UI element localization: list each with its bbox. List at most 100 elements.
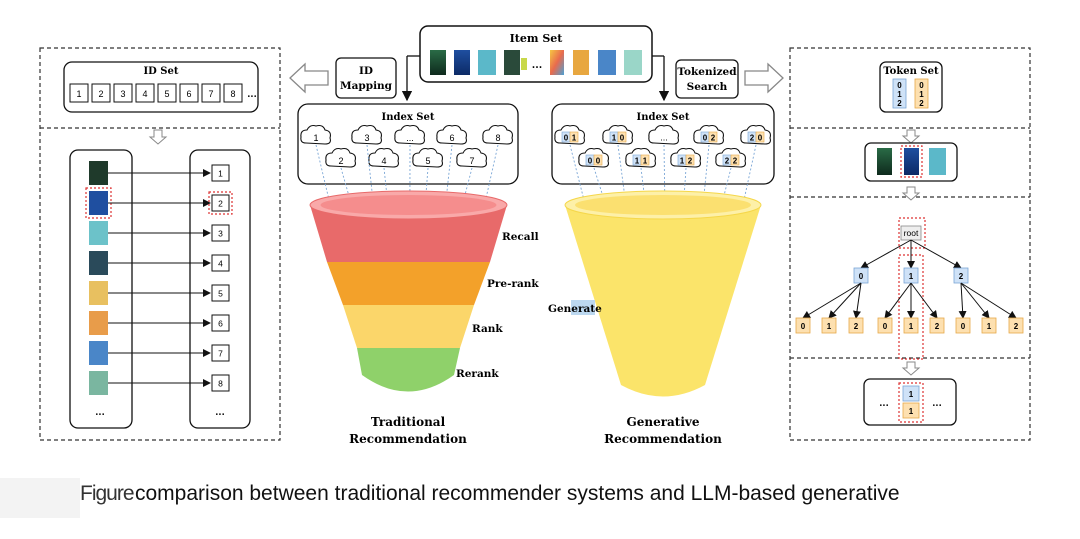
id-cell-label: 4 — [142, 89, 147, 99]
traditional-caption-line1: Traditional — [371, 415, 446, 429]
tree-leaf — [1008, 317, 1024, 334]
index-token: 0 — [758, 134, 763, 143]
selected-highlight — [208, 191, 233, 215]
funnel-stage-rerank — [357, 348, 460, 392]
tree-leaf — [981, 317, 997, 334]
tokenized-search-label: Tokenized Search — [675, 59, 739, 99]
id-box-label: 6 — [218, 319, 223, 329]
index-token: 1 — [572, 134, 577, 143]
tree-leaf — [955, 317, 971, 334]
generative-caption-line1: Generative — [626, 415, 699, 429]
tree-edge — [958, 282, 967, 319]
tree-edge — [910, 282, 938, 319]
id-box — [211, 314, 230, 332]
tree-leaf — [848, 317, 864, 334]
tree-leaf-label: 2 — [854, 322, 859, 331]
traditional-caption-line2: Recommendation — [349, 432, 467, 446]
id-cell — [113, 83, 133, 103]
index-set-right-title: Index Set — [637, 112, 690, 123]
result-ellipsis-left: ... — [879, 399, 888, 409]
index-cloud-label: ... — [660, 133, 668, 143]
book-cover — [478, 50, 496, 75]
id-box-label: 7 — [218, 349, 223, 359]
id-cell — [69, 83, 89, 103]
index-token: 2 — [725, 157, 730, 166]
index-token: 1 — [680, 157, 685, 166]
book-cover — [89, 161, 108, 185]
book-cover — [624, 50, 642, 75]
generative-caption-line2: Recommendation — [604, 432, 722, 446]
book-cover — [89, 311, 108, 335]
book-cover — [89, 371, 108, 395]
index-cloud — [436, 124, 467, 145]
recommendation-diagram: Item Set ... ID Mapping Tokenized Search… — [39, 25, 1031, 446]
tree-edge — [860, 239, 912, 269]
book-cover — [504, 50, 520, 75]
svg-text:ID: ID — [359, 65, 373, 77]
down-hollow-arrow — [148, 129, 168, 145]
book-cover — [454, 50, 470, 75]
tree-leaf — [929, 317, 945, 334]
item-column-ellipsis: ... — [95, 408, 104, 418]
svg-text:Mapping: Mapping — [340, 80, 393, 92]
id-box-label: 4 — [218, 259, 223, 269]
index-cloud — [412, 147, 443, 168]
index-cloud — [351, 124, 382, 145]
tree-node-label: 0 — [859, 272, 864, 281]
token-set-title: Token Set — [883, 66, 939, 77]
index-token: 0 — [564, 134, 569, 143]
svg-text:2: 2 — [919, 99, 924, 108]
index-cloud-label: 1 — [313, 133, 318, 143]
right-hollow-arrow — [744, 62, 784, 94]
book-cover — [89, 191, 108, 215]
selected-highlight — [898, 217, 926, 249]
id-set-title: ID Set — [143, 66, 178, 77]
stage-label-generate: Generate — [548, 303, 602, 315]
book-cover — [929, 148, 946, 175]
book-cover — [877, 148, 892, 175]
tree-leaf-label: 0 — [961, 322, 966, 331]
book-cover — [521, 58, 527, 70]
id-box — [211, 224, 230, 242]
id-box-label: 3 — [218, 229, 223, 239]
id-cell-label: 8 — [230, 89, 235, 99]
id-box — [211, 254, 230, 272]
tree-edge — [853, 282, 862, 319]
index-cloud — [456, 147, 487, 168]
id-mapping-label: ID Mapping — [335, 57, 397, 99]
index-token: 1 — [612, 134, 617, 143]
index-token: 0 — [620, 134, 625, 143]
id-box-label: 1 — [218, 169, 223, 179]
tree-edge — [960, 282, 990, 319]
tree-leaf-label: 1 — [827, 322, 832, 331]
item-set-box: Item Set ... — [419, 25, 653, 83]
id-cell — [223, 83, 243, 103]
id-box-label: 2 — [218, 199, 223, 209]
index-token: 2 — [750, 134, 755, 143]
svg-text:1: 1 — [897, 90, 902, 99]
tree-root-label: root — [904, 228, 919, 238]
index-cloud — [300, 124, 331, 145]
id-cell-label: 1 — [76, 89, 81, 99]
caption-prefix: Figure — [80, 482, 135, 505]
tree-edge — [828, 282, 862, 319]
index-token: 2 — [733, 157, 738, 166]
tree-leaf — [877, 317, 893, 334]
book-cover — [89, 281, 108, 305]
book-cover — [430, 50, 446, 75]
index-cloud-label: 2 — [338, 156, 343, 166]
svg-text:2: 2 — [897, 99, 902, 108]
id-cell — [179, 83, 199, 103]
tree-leaf — [821, 317, 837, 334]
id-box-label: 8 — [218, 379, 223, 389]
left-hollow-arrow — [289, 62, 329, 94]
funnel-stage-rank — [343, 305, 474, 348]
index-cloud — [648, 124, 679, 145]
id-cell — [135, 83, 155, 103]
tree-leaf-label: 0 — [801, 322, 806, 331]
tree-leaf — [795, 317, 811, 334]
